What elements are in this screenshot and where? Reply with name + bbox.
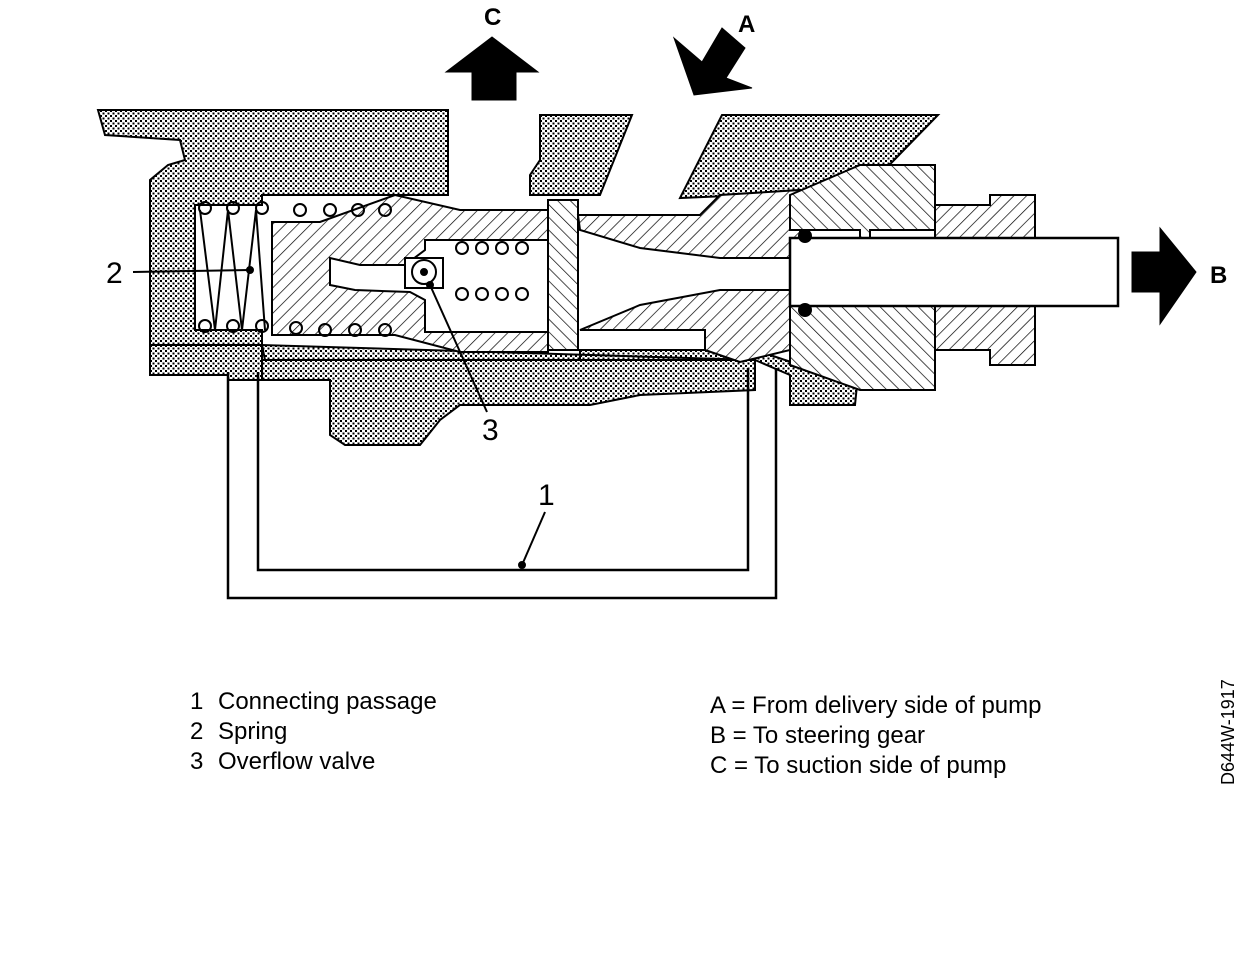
legend-text: Overflow valve xyxy=(218,748,376,775)
arrow-a-down xyxy=(672,27,753,96)
reference-code: D644W-1917 xyxy=(1218,679,1238,785)
leader-lines xyxy=(132,266,546,569)
legend-letter-c: C = To suction side of pump xyxy=(710,752,1007,779)
arrow-label-a: A xyxy=(738,11,755,38)
legend-text: Connecting passage xyxy=(218,688,437,715)
overflow-valve xyxy=(404,241,529,301)
callout-3: 3 xyxy=(482,414,499,447)
o-ring-lower xyxy=(798,303,812,317)
legend-text: Spring xyxy=(218,718,288,745)
arrow-b-right xyxy=(1131,226,1197,326)
legend-item: 1 Connecting passage xyxy=(190,688,437,716)
arrow-label-c: C xyxy=(484,4,501,31)
o-ring-upper xyxy=(798,229,812,243)
flow-arrows xyxy=(444,27,1197,326)
legend-number: 1 xyxy=(190,688,204,715)
legend-letter-b: B = To steering gear xyxy=(710,722,926,749)
callout-1: 1 xyxy=(538,479,555,512)
housing-top-left xyxy=(96,109,449,346)
valve-seat-insert xyxy=(547,199,579,351)
legend-letter-a: A = From delivery side of pump xyxy=(710,692,1042,719)
housing-left-lower xyxy=(149,344,263,381)
legend-number: 2 xyxy=(190,718,204,745)
legend-item: 3 Overflow valve xyxy=(190,748,375,776)
nozzle-cone-upper xyxy=(576,188,801,259)
connecting-passage xyxy=(226,368,778,600)
o-rings xyxy=(798,229,812,317)
housing-top-middle xyxy=(529,114,634,196)
outlet-pipe xyxy=(788,236,1120,308)
legend-item: 2 Spring xyxy=(190,718,287,746)
arrow-label-b: B xyxy=(1210,262,1227,289)
legend-number: 3 xyxy=(190,748,204,775)
valve-piston xyxy=(271,193,549,353)
arrow-c-up xyxy=(444,36,540,101)
housing-bottom xyxy=(260,343,860,446)
callout-2: 2 xyxy=(106,257,123,290)
